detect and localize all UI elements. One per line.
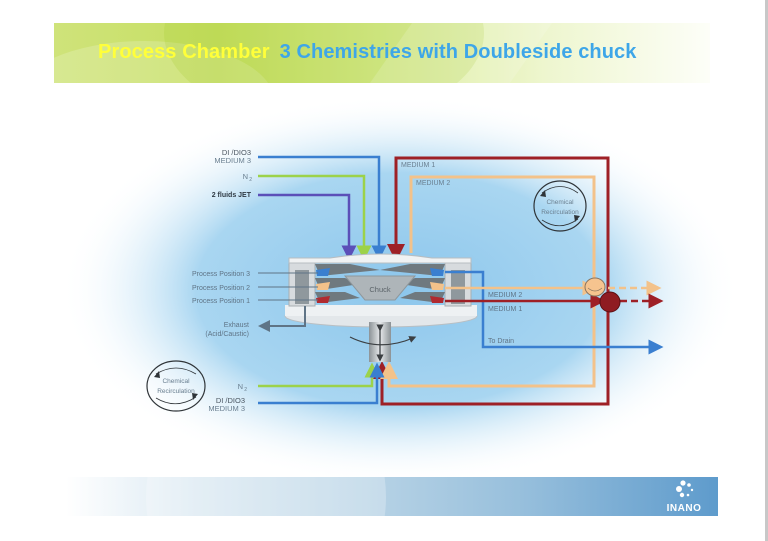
banner-swirl [164,23,484,83]
chamber-lid [288,253,472,264]
label-bottom-n2-sub: 2 [244,387,247,393]
chuck-label: Chuck [369,285,391,294]
recirc-right-line2: Recirculation [541,209,579,216]
line-jet-top [258,193,357,261]
label-bottom-medium3: MEDIUM 3 [208,404,245,413]
line-exhaust [258,306,306,332]
label-medium2-right: MEDIUM 2 [488,292,522,299]
chemical-recirculation-right: Chemical Recirculation [533,180,587,232]
inano-logo: INANO [664,479,704,515]
line-medium1-loop [373,156,610,406]
valve-medium1 [599,291,621,313]
label-to-drain: To Drain [488,338,514,345]
label-medium2-top: MEDIUM 2 [416,180,450,187]
chemical-recirculation-left: Chemical Recirculation [146,360,206,412]
process-chamber: Chuck [284,253,478,362]
label-bottom-di: DI /DIO3 [216,396,245,405]
label-position-3: Process Position 3 [192,271,250,278]
logo-dots-icon [676,480,694,498]
label-top-jet: 2 fluids JET [212,192,252,199]
valve-medium2 [584,277,606,297]
line-di-medium3-bottom [258,362,385,405]
rotation-arrow-icon [349,336,417,346]
recirc-right-line1: Chemical [546,199,574,206]
nozzle-position-2-left [316,282,330,290]
chuck [343,275,417,301]
nozzle-position-2-right [430,282,444,290]
nozzle-position-1-left [316,296,330,303]
label-top-di: DI /DIO3 [222,148,251,157]
label-bottom-n2: N [238,382,243,391]
nozzle-position-1-right [430,296,444,303]
title-part-2: 3 Chemistries with Doubleside chuck [279,41,637,63]
label-top-n2: N [243,172,248,181]
nozzle-position-3-right [430,268,444,276]
recirc-left-line1: Chemical [162,378,190,385]
label-position-2: Process Position 2 [192,285,250,292]
line-n2-top [258,174,372,261]
footer-arc [146,477,386,516]
title-part-1: Process Chamber [98,41,270,63]
title-banner: Process Chamber 3 Chemistries with Double… [54,23,710,83]
line-to-drain [445,270,664,355]
recirculation-arrow-icon [154,371,160,378]
label-position-1: Process Position 1 [192,298,250,305]
line-di-medium3-top [258,155,387,261]
label-medium1-right: MEDIUM 1 [488,306,522,313]
logo-text: INANO [666,503,702,514]
label-medium1-top: MEDIUM 1 [401,162,435,169]
nozzle-position-3-left [316,268,330,276]
label-top-medium3: MEDIUM 3 [214,156,251,165]
footer-bar: INANO [66,477,718,516]
label-top-n2-sub: 2 [249,177,252,183]
recirc-left-line2: Recirculation [157,388,195,395]
page-title: Process Chamber 3 Chemistries with Double… [98,41,637,64]
page-edge [765,0,768,541]
label-exhaust-sub: (Acid/Caustic) [205,331,249,338]
label-exhaust: Exhaust [224,322,249,329]
